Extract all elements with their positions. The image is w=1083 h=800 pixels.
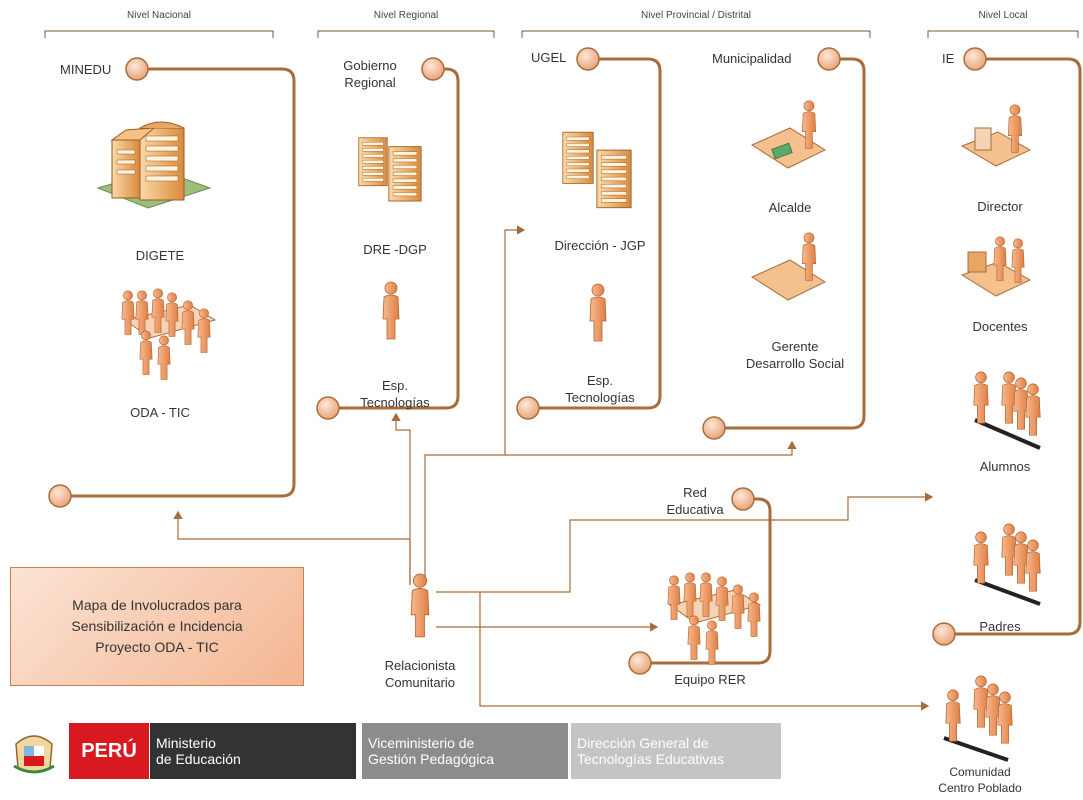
alumnos-group-icon — [973, 371, 1041, 450]
padres-label: Padres — [979, 619, 1021, 634]
level-local-header: Nivel Local — [978, 10, 1028, 21]
relacionista-label: Relacionista Comunitario — [384, 658, 456, 690]
gobierno-regional-label: Gobierno Regional — [343, 58, 397, 90]
ministerio-bar: Ministerio de Educación — [150, 723, 356, 779]
docentes-label: Docentes — [972, 319, 1028, 334]
gobierno-end-circle — [316, 396, 340, 420]
ie-bracket — [946, 57, 1082, 636]
gerente-label: Gerente Desarrollo Social — [745, 339, 845, 371]
level-brackets — [44, 30, 1079, 38]
minedu-end-circle — [48, 484, 72, 508]
comunidad-group-icon — [943, 675, 1013, 762]
esp-tec-ugel-label: Esp. Tecnologías — [565, 373, 635, 405]
level-provincial-header: Nivel Provincial / Distrital — [640, 10, 752, 21]
minedu-label: MINEDU — [60, 62, 112, 77]
digete-building-icon — [96, 121, 212, 209]
relacionista-person-icon — [410, 573, 430, 638]
dre-buildings-icon — [358, 137, 422, 202]
ugel-buildings-icon — [562, 131, 632, 209]
alumnos-label: Alumnos — [979, 459, 1031, 474]
peru-label: PERÚ — [69, 723, 149, 779]
project-note-text: Mapa de Involucrados para Sensibilizació… — [71, 597, 243, 655]
esp-tec-ugel-person-icon — [589, 283, 607, 342]
gobierno-circle — [421, 57, 445, 81]
direccion-jgp-label: Dirección - JGP — [554, 238, 646, 253]
ugel-end-circle — [516, 396, 540, 420]
municipalidad-bracket — [714, 57, 866, 430]
level-regional-header: Nivel Regional — [373, 10, 439, 21]
ugel-bracket — [528, 57, 662, 410]
padres-group-icon — [973, 523, 1041, 606]
red-bracket — [642, 497, 772, 665]
red-circle — [731, 487, 755, 511]
minedu-bracket — [62, 67, 296, 498]
docentes-icon — [960, 236, 1032, 297]
municipalidad-circle — [817, 47, 841, 71]
node-circles — [48, 47, 987, 675]
red-educativa-label: Red Educativa — [666, 485, 724, 517]
oda-tic-meeting-icon — [121, 288, 217, 380]
viceministerio-bar: Viceministerio de Gestión Pedagógica — [362, 723, 568, 779]
connectors — [62, 57, 1082, 665]
red-end-circle — [628, 651, 652, 675]
director-label: Director — [977, 199, 1023, 214]
digete-label: DIGETE — [135, 248, 185, 263]
ugel-circle — [576, 47, 600, 71]
municipalidad-label: Municipalidad — [712, 51, 792, 66]
ugel-label: UGEL — [531, 50, 567, 65]
alcalde-label: Alcalde — [768, 200, 812, 215]
esp-tec-regional-label: Esp. Tecnologías — [360, 378, 430, 410]
municipalidad-end-circle — [702, 416, 726, 440]
relations — [173, 225, 934, 711]
alcalde-desk-icon — [750, 100, 827, 169]
equipo-rer-label: Equipo RER — [674, 672, 746, 687]
comunidad-label: Comunidad Centro Poblado — [938, 765, 1022, 795]
ie-end-circle — [932, 622, 956, 646]
peru-coat-of-arms-icon — [13, 735, 55, 774]
esp-tec-regional-person-icon — [382, 281, 400, 340]
ie-circle — [963, 47, 987, 71]
ie-label: IE — [942, 51, 955, 66]
minedu-circle — [125, 57, 149, 81]
dre-dgp-label: DRE -DGP — [363, 242, 427, 257]
level-nacional-header: Nivel Nacional — [127, 10, 191, 21]
director-desk-icon — [960, 104, 1032, 167]
direccion-bar: Dirección General de Tecnologías Educati… — [571, 723, 781, 779]
gerente-desk-icon — [750, 232, 827, 301]
equipo-rer-meeting-icon — [667, 572, 762, 665]
project-note-box: Mapa de Involucrados para Sensibilizació… — [10, 567, 304, 686]
gobierno-bracket — [328, 67, 460, 410]
oda-tic-label: ODA - TIC — [130, 405, 190, 420]
